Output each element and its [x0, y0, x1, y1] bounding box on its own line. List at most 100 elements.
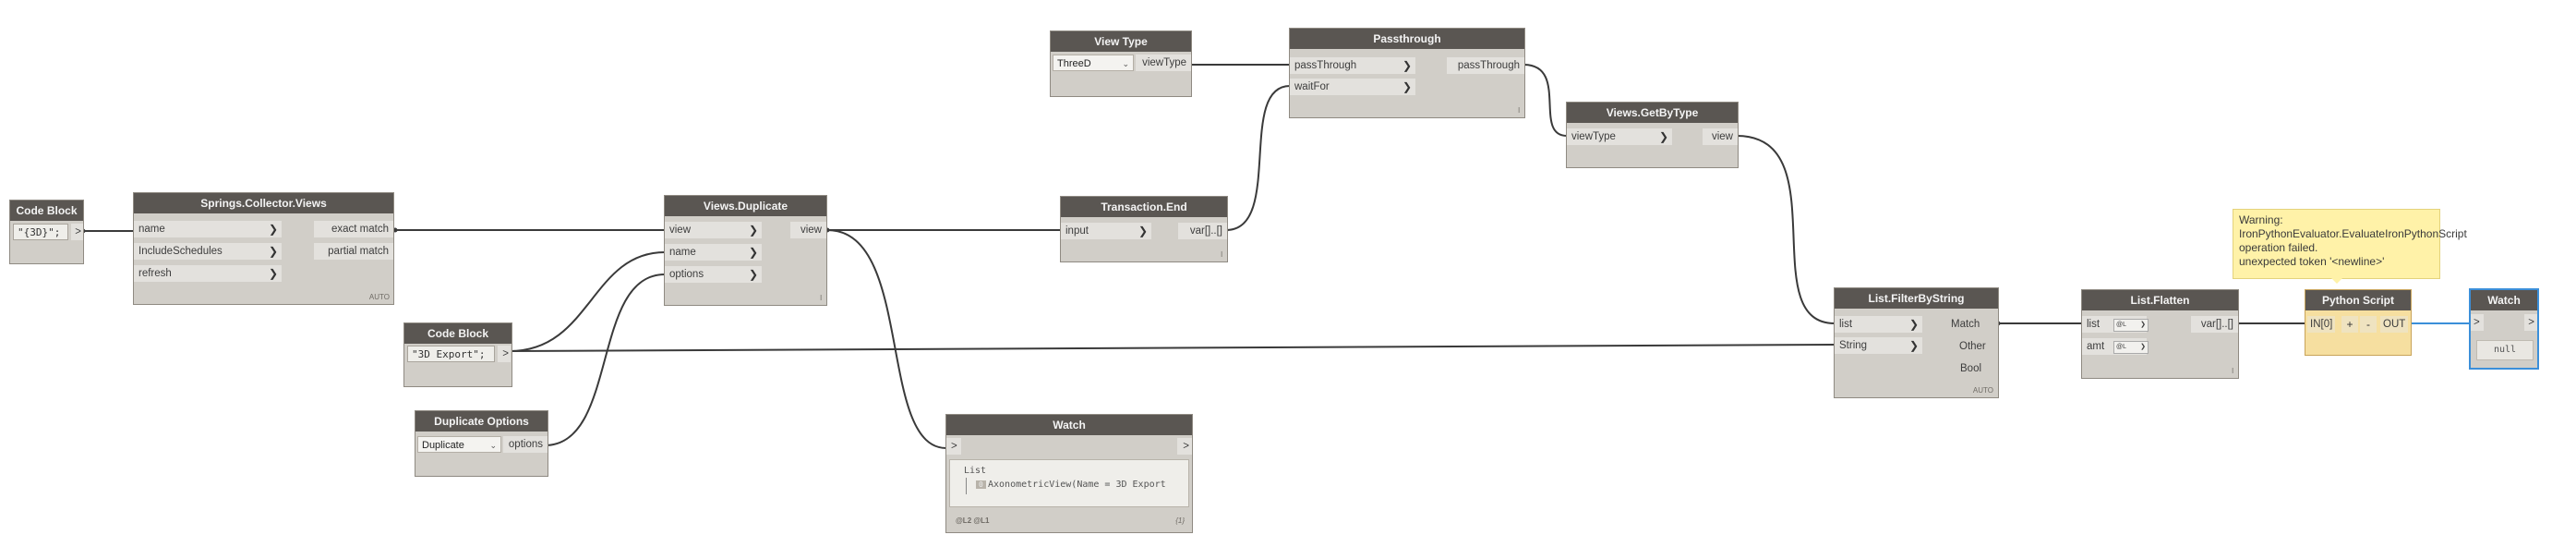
- list-item: AxonometricView(Name = 3D Export: [988, 480, 1166, 490]
- port-label: name: [138, 224, 165, 235]
- watch-node-1[interactable]: Watch > > List 0 AxonometricView(Name = …: [945, 414, 1193, 533]
- input-port[interactable]: >: [2471, 314, 2484, 331]
- lacing-indicator[interactable]: l: [820, 294, 822, 302]
- chevron-right-icon: ❯: [748, 224, 758, 237]
- duplicate-options-node[interactable]: Duplicate Options Duplicate⌄ options: [415, 410, 548, 477]
- wire-codeblock2-to-duplicate-name: [509, 251, 666, 352]
- output-port-bool[interactable]: Bool: [1960, 363, 1982, 374]
- node-title: Transaction.End: [1061, 197, 1227, 217]
- lacing-indicator[interactable]: l: [1518, 106, 1520, 115]
- wire-codeblock2-to-filter-string: [509, 344, 1836, 352]
- output-port-other[interactable]: Other: [1959, 341, 1986, 352]
- chevron-right-icon: ❯: [1908, 339, 1919, 352]
- output-port[interactable]: >: [1177, 438, 1192, 455]
- wire-passthrough-to-getbytype: [1523, 64, 1568, 137]
- output-port[interactable]: >: [2524, 314, 2537, 331]
- level-toggle-list[interactable]: @L❯: [2113, 319, 2149, 332]
- list-flatten-node[interactable]: List.Flatten list @L❯ amt @L❯ var[]..[] …: [2081, 289, 2239, 379]
- wire-duplicate-to-watch: [826, 229, 947, 449]
- input-port-options[interactable]: options❯: [665, 266, 762, 283]
- dropdown-value: ThreeD: [1057, 58, 1091, 69]
- item-count: {1}: [1175, 517, 1185, 525]
- node-title: Python Script: [2305, 290, 2411, 310]
- lacing-indicator[interactable]: l: [2232, 367, 2233, 375]
- output-port-options[interactable]: options: [503, 436, 548, 453]
- lacing-indicator[interactable]: AUTO: [1972, 386, 1993, 395]
- input-port-viewtype[interactable]: viewType❯: [1567, 128, 1672, 145]
- input-port-view[interactable]: view ❯: [665, 222, 762, 238]
- port-label: viewType: [1571, 131, 1616, 142]
- input-port-waitfor[interactable]: waitFor❯: [1290, 79, 1415, 95]
- output-port-var[interactable]: var[]..[]: [1178, 223, 1227, 239]
- output-port-viewtype[interactable]: viewType: [1136, 55, 1191, 71]
- chevron-right-icon: ❯: [268, 245, 278, 258]
- node-title: Duplicate Options: [415, 411, 548, 432]
- remove-input-button[interactable]: -: [2360, 316, 2377, 333]
- level-tag: @L: [2116, 344, 2126, 350]
- output-port-partial-match[interactable]: partial match: [314, 243, 393, 260]
- tree-line: [966, 478, 967, 494]
- input-port-in0[interactable]: IN[0]: [2307, 316, 2336, 333]
- output-port-exact-match[interactable]: exact match: [314, 221, 393, 237]
- python-script-node[interactable]: Python Script IN[0] + - OUT: [2305, 289, 2412, 356]
- watch-preview[interactable]: List 0 AxonometricView(Name = 3D Export: [949, 459, 1189, 507]
- port-label: view: [669, 225, 692, 236]
- level-tag: @L: [2116, 322, 2126, 328]
- input-port[interactable]: >: [946, 438, 961, 455]
- port-label: IncludeSchedules: [138, 246, 223, 257]
- springs-collector-views-node[interactable]: Springs.Collector.Views name❯ IncludeSch…: [133, 192, 394, 305]
- watch-node-2[interactable]: Watch > > null: [2469, 288, 2539, 370]
- port-label: input: [1065, 225, 1089, 237]
- wire-getbytype-to-filter: [1736, 135, 1836, 324]
- node-title: Watch: [946, 415, 1192, 435]
- passthrough-node[interactable]: Passthrough passThrough❯ waitFor❯ passTh…: [1289, 28, 1525, 118]
- lacing-indicator[interactable]: l: [1221, 250, 1222, 259]
- input-port-refresh[interactable]: refresh❯: [134, 265, 282, 282]
- view-type-dropdown[interactable]: ThreeD ⌄: [1053, 55, 1134, 71]
- warning-tooltip: Warning: IronPythonEvaluator.EvaluateIro…: [2233, 209, 2467, 279]
- input-port-string[interactable]: String ❯: [1835, 337, 1922, 354]
- input-port-input[interactable]: input❯: [1061, 223, 1151, 239]
- output-port-var[interactable]: var[]..[]: [2191, 316, 2238, 333]
- watch-value: null: [2476, 340, 2534, 360]
- code-block-node-2[interactable]: Code Block "3D Export"; >: [403, 322, 512, 387]
- chevron-down-icon: ⌄: [1122, 59, 1129, 68]
- node-title: List.FilterByString: [1835, 288, 1998, 309]
- level-toggle-amt[interactable]: @L ❯: [2113, 341, 2149, 354]
- views-getbytype-node[interactable]: Views.GetByType viewType❯ view: [1566, 102, 1739, 168]
- warning-pointer-icon: [2331, 278, 2342, 284]
- code-input[interactable]: "{3D}";: [13, 224, 68, 240]
- node-title: List.Flatten: [2082, 290, 2238, 310]
- port-label: String: [1839, 340, 1868, 351]
- code-block-node-1[interactable]: Code Block "{3D}"; >: [9, 200, 84, 264]
- views-duplicate-node[interactable]: Views.Duplicate view ❯ name❯ options❯ vie…: [664, 195, 827, 306]
- lacing-indicator[interactable]: AUTO: [368, 293, 390, 301]
- input-port-name[interactable]: name❯: [134, 221, 282, 237]
- view-type-node[interactable]: View Type ThreeD ⌄ viewType: [1050, 30, 1192, 97]
- chevron-right-icon: ❯: [2140, 344, 2146, 350]
- output-port[interactable]: >: [71, 224, 83, 240]
- output-port-match[interactable]: Match: [1951, 319, 1980, 330]
- wire-options-to-duplicate-options: [544, 274, 666, 446]
- code-input[interactable]: "3D Export";: [407, 346, 495, 362]
- add-input-button[interactable]: +: [2341, 316, 2358, 333]
- list-filterbystring-node[interactable]: List.FilterByString list❯ String❯ Match …: [1834, 287, 1999, 398]
- warning-line: unexpected token '<newline>': [2239, 255, 2385, 268]
- duplicate-option-dropdown[interactable]: Duplicate⌄: [417, 436, 501, 453]
- node-title: View Type: [1051, 31, 1191, 52]
- output-port-view[interactable]: view: [1703, 128, 1738, 145]
- input-port-name[interactable]: name❯: [665, 244, 762, 261]
- output-port-out[interactable]: OUT: [2380, 316, 2409, 333]
- wire-transaction-to-passthrough-waitfor: [1225, 85, 1291, 231]
- input-port-includeschedules[interactable]: IncludeSchedules ❯: [134, 243, 282, 260]
- transaction-end-node[interactable]: Transaction.End input❯ var[]..[] l: [1060, 196, 1228, 262]
- output-port[interactable]: >: [498, 346, 511, 362]
- node-title: Passthrough: [1290, 29, 1524, 49]
- input-port-list[interactable]: list❯: [1835, 316, 1922, 333]
- output-port-passthrough[interactable]: passThrough: [1447, 57, 1524, 74]
- input-port-passthrough[interactable]: passThrough❯: [1290, 57, 1415, 74]
- output-port-view[interactable]: view: [790, 222, 826, 238]
- dropdown-value: Duplicate: [422, 440, 464, 451]
- index-badge: 0: [976, 480, 986, 489]
- node-title: Views.Duplicate: [665, 196, 826, 216]
